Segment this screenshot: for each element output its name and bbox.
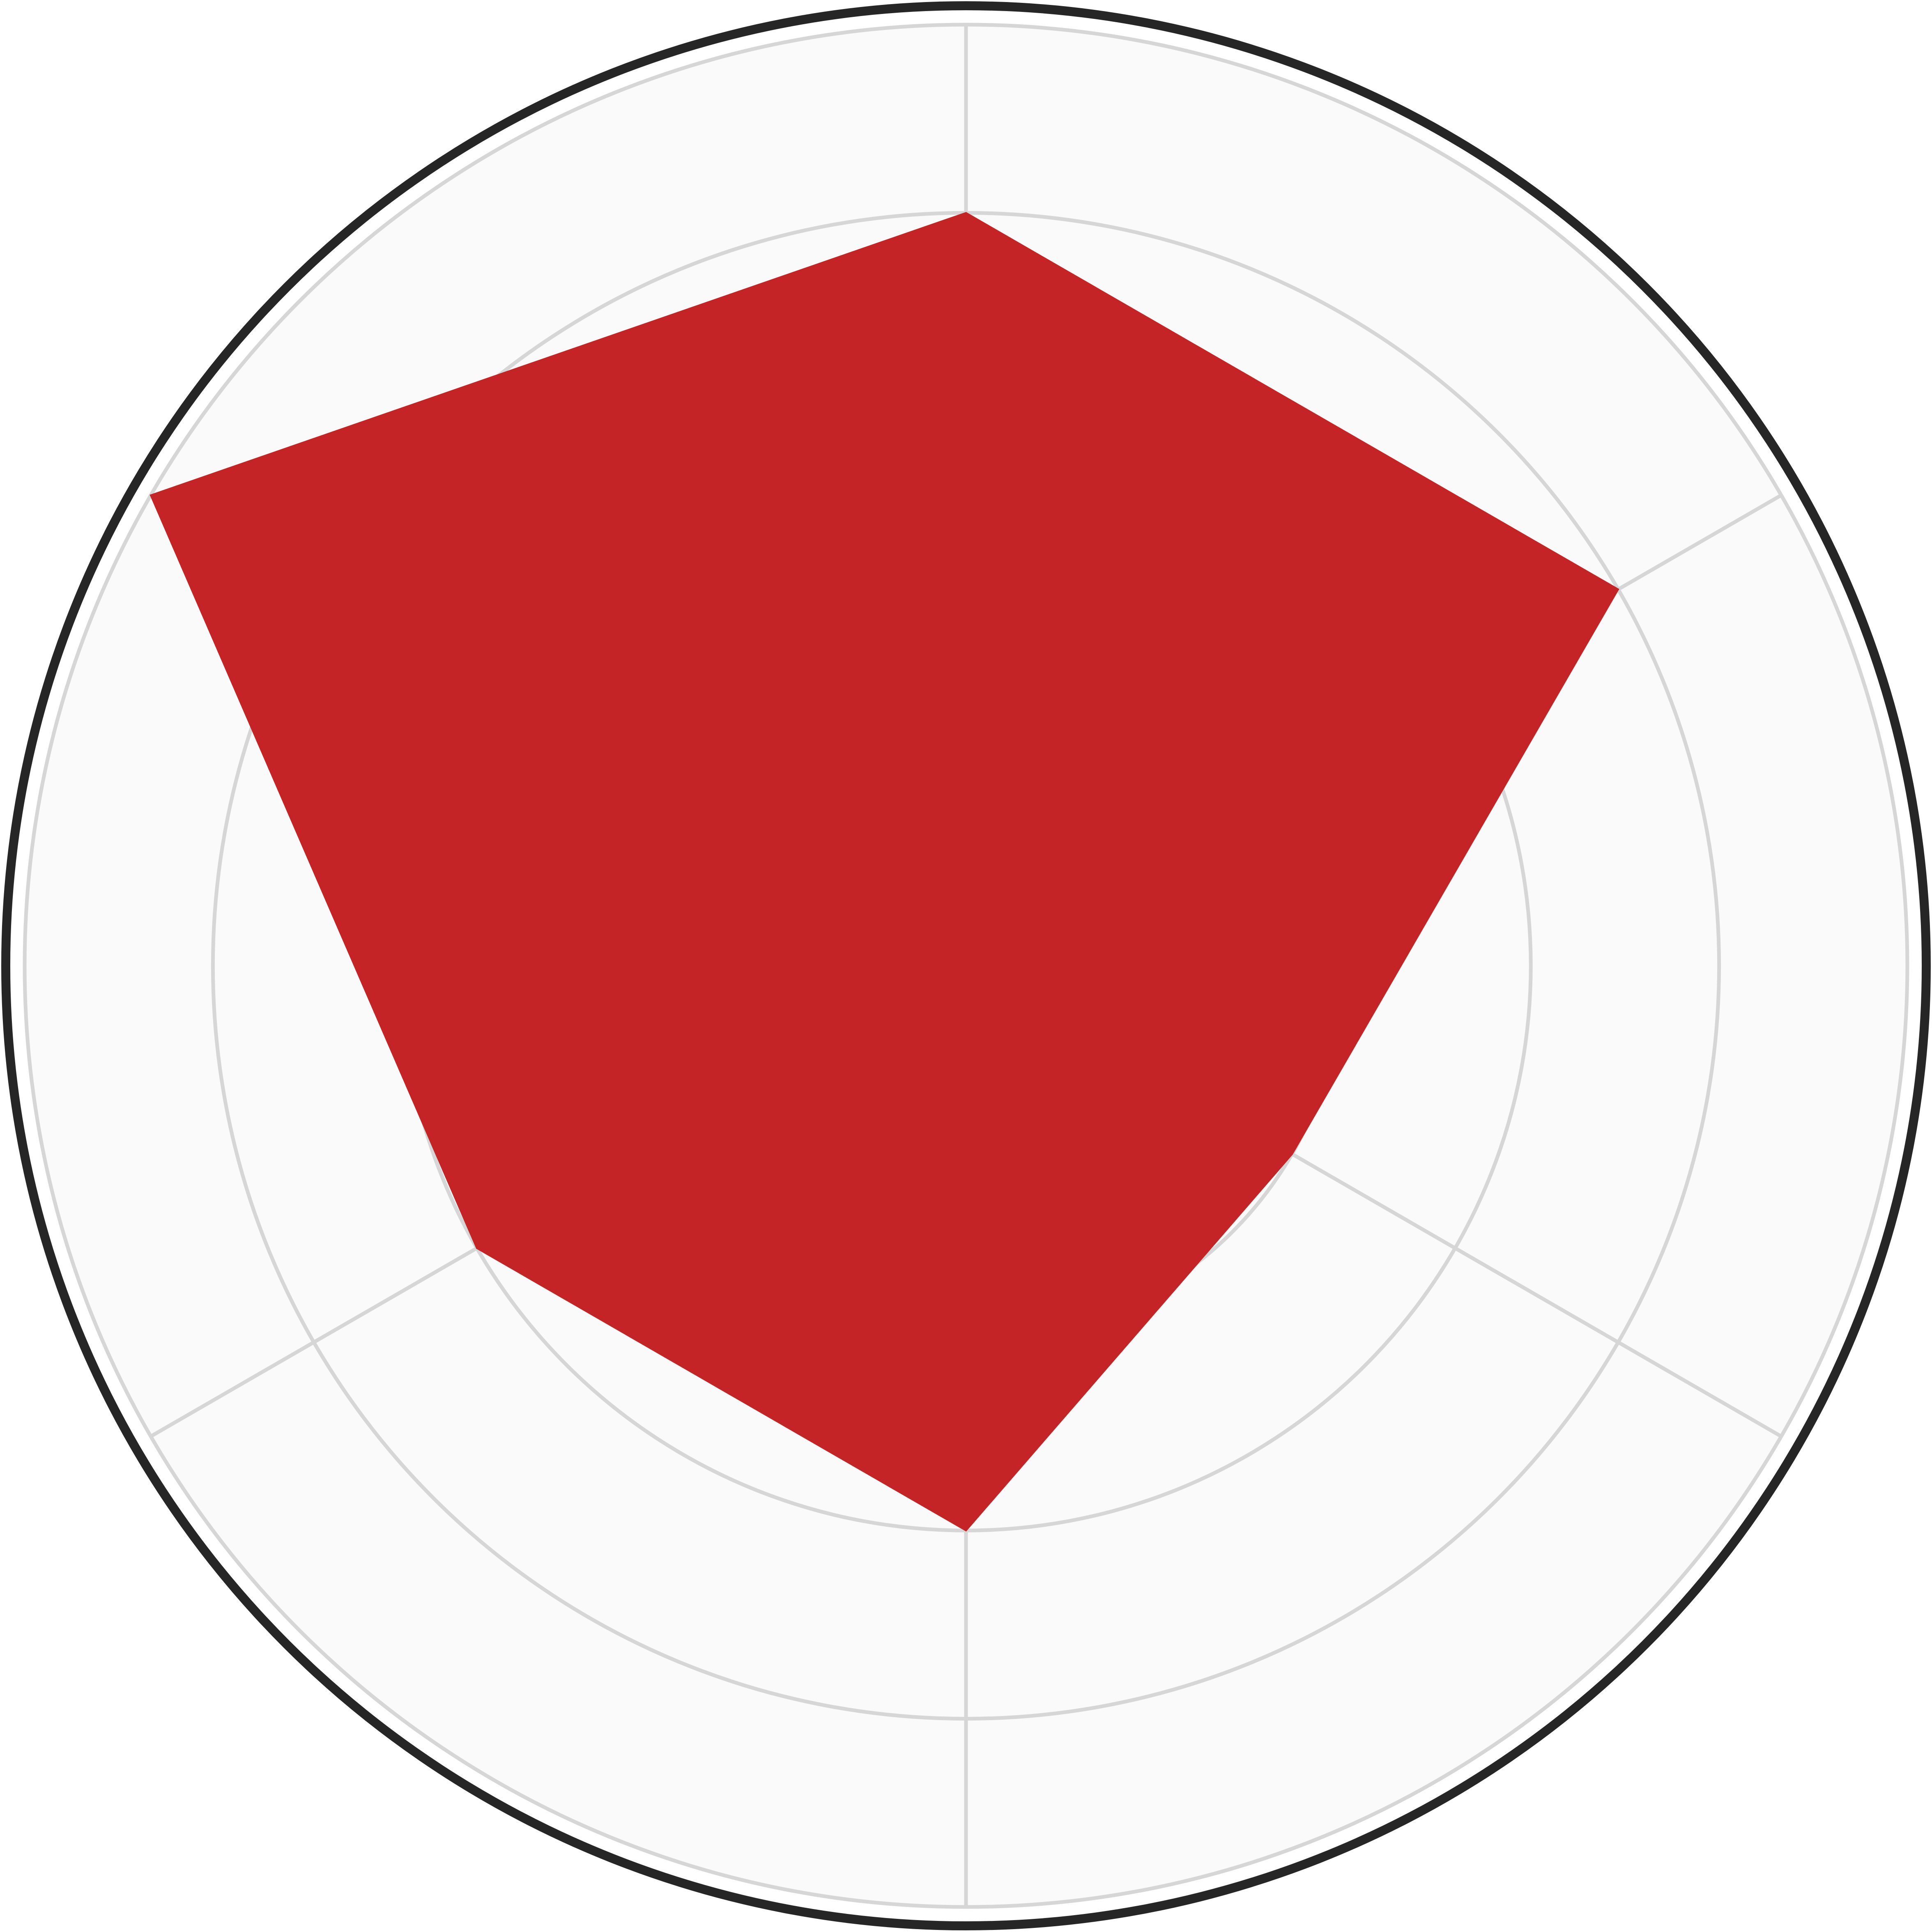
series-layer	[150, 212, 1619, 1532]
series-1-vertex-1	[965, 212, 967, 214]
series-1-vertex-5	[476, 1247, 478, 1249]
series-1-vertex-6	[150, 494, 152, 496]
series-1-vertex-2	[1617, 588, 1619, 590]
series-1-vertex-4	[965, 1530, 967, 1532]
series-1-vertex-3	[1291, 1153, 1293, 1155]
grid-spoke-3	[1291, 1152, 1782, 1438]
